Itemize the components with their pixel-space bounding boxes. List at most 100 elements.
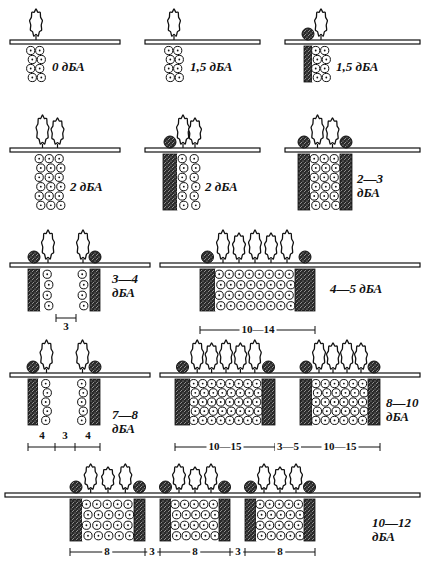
tree-crown-plan [78,416,86,424]
tree-dot [181,195,183,197]
tree-crown-plan [358,398,366,406]
tree-dot [257,410,259,412]
tree-dot [81,420,83,422]
tree-crown-plan [115,532,123,540]
tree-dot [239,392,241,394]
tree-crown-plan [191,389,199,397]
tree-dot [334,383,336,385]
tree-crown-plan [165,64,173,72]
tree-dot [193,176,195,178]
tree-dot [288,273,290,275]
tree-crown-plan [245,389,253,397]
tree-dot [50,204,52,206]
tree-dot [250,305,252,307]
shrub [340,136,352,148]
tree-dot [278,503,280,505]
tree-dot [81,294,83,296]
tree-dot [87,535,89,537]
tree-crown-plan [332,164,340,172]
tree-crown-plan [258,511,266,519]
tree-dot [106,503,108,505]
tree-dot [46,392,48,394]
tree-crown-plan [173,511,181,519]
tree-crown-plan [182,511,190,519]
tree-crown-plan [181,500,189,508]
tree-crown-plan [226,398,234,406]
tree-crown-plan [321,64,329,72]
tree-dot [335,410,337,412]
noise-reduction-label: 4—5 дБА [330,282,382,296]
tree-dot [325,59,327,61]
tree-trunk [57,144,58,148]
tree-crown-plan [321,380,329,388]
tree-crown-plan [255,270,263,278]
tree-dot [174,524,176,526]
dimension-label: 10—15 [322,440,359,453]
tree-trunk [222,259,223,263]
tree-dot [193,401,195,403]
tree-crown-plan [208,416,216,424]
tree-dot [87,514,89,516]
tree-dot [218,294,220,296]
tree-dot [288,524,290,526]
tree-dot [220,284,222,286]
tree-crown-plan [200,500,208,508]
tree-dot [185,535,187,537]
tree-dot [129,535,131,537]
tree-crown-plan [180,183,188,191]
tree-crown-plan [45,155,53,163]
tree-dot [220,401,222,403]
road [10,40,120,44]
tree-crown-plan [215,270,223,278]
tree-dot [117,503,119,505]
tree-crown-plan [178,155,186,163]
tree-dot [185,514,187,516]
shrub-strip [70,499,82,541]
tree-crown-plan [244,380,252,388]
tree-strip [75,379,90,425]
road [160,263,420,267]
tree-crown-plan [190,416,198,424]
tree-trunk [82,369,83,373]
shrub-strip [200,269,215,311]
tree-dot [352,383,354,385]
tree-crown-plan [79,389,87,397]
tree-dot [83,305,85,307]
tree-crown-plan [190,155,198,163]
tree-dot [240,284,242,286]
shrub [89,361,101,373]
tree-dot [280,305,282,307]
tree-crown-plan [254,389,262,397]
tree-dot [326,410,328,412]
tree-crown-plan [37,164,45,172]
tree-dot [238,273,240,275]
tree-crown-plan [332,201,340,209]
tree-crown-plan [235,398,243,406]
tree-trunk [107,489,108,493]
tree-crown-plan [227,407,235,415]
tree-dot [181,158,183,160]
tree-dot [38,158,40,160]
tree-strip [38,379,55,425]
tree-dot [178,77,180,79]
shrub-strip [295,269,315,311]
road [145,148,260,152]
dimension-label: 8 [190,545,200,558]
tree-crown-plan [313,73,321,81]
tree-crown [102,467,115,489]
tree-crown-plan [27,46,35,54]
tree-strip [190,379,262,425]
tree-crown-plan [192,532,200,540]
tree-dot [81,401,83,403]
tree-dot [213,503,215,505]
tree-crown-plan [277,511,285,519]
tree-dot [313,176,315,178]
tree-trunk [254,259,255,263]
tree-strip [40,269,56,311]
tree-dot [269,524,271,526]
tree-strip [165,46,183,82]
tree-crown-plan [190,521,198,529]
tree-dot [46,273,48,275]
tree-crown-plan [322,201,330,209]
tree-dot [230,392,232,394]
